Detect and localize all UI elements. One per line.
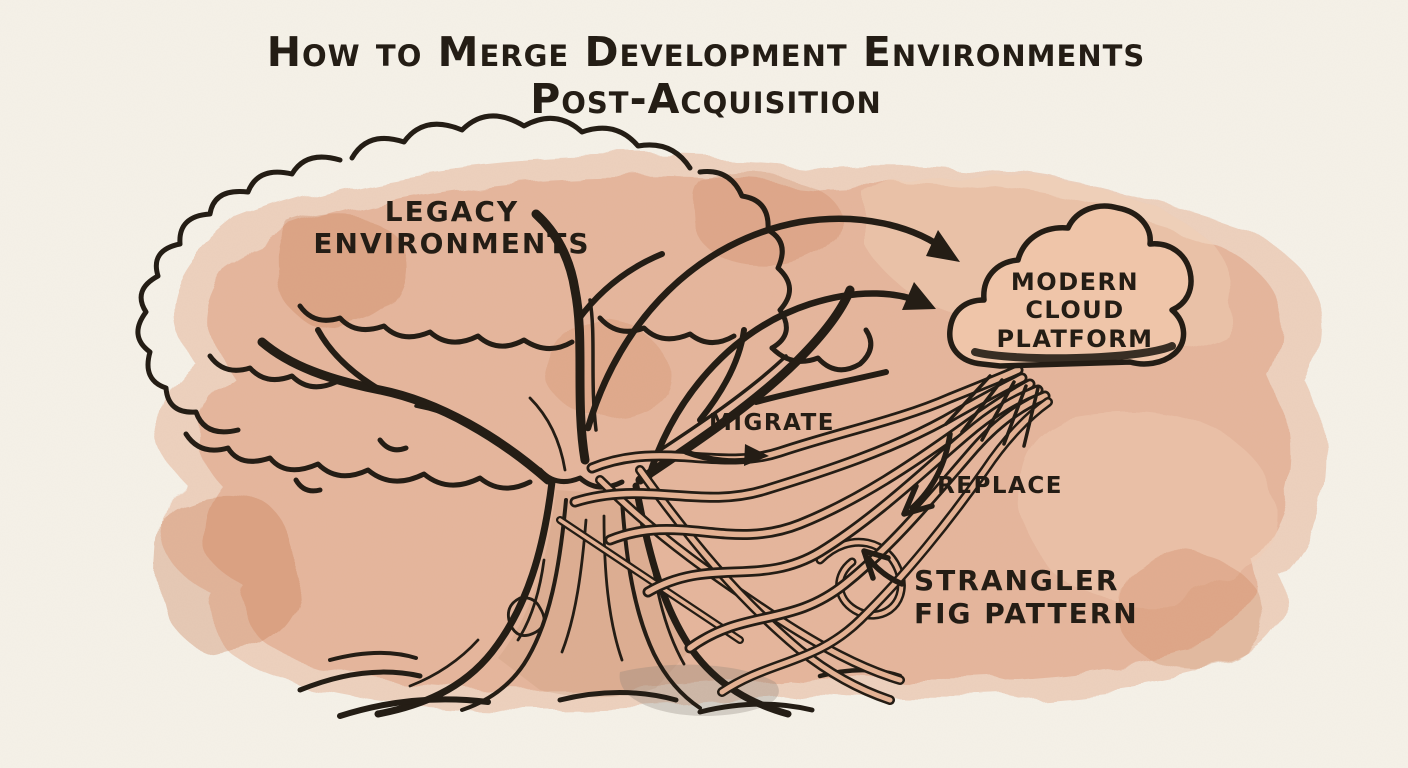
- legacy-label: LEGACY ENVIRONMENTS: [313, 195, 590, 260]
- legacy-label-line2: ENVIRONMENTS: [313, 227, 590, 260]
- migrate-arrow-head: [744, 444, 769, 466]
- replace-arrow-head: [901, 483, 935, 517]
- page-title: How to Merge Development Environments Po…: [267, 28, 1146, 123]
- cloud-bottom-smear: [971, 342, 1176, 363]
- strangler-arrow-icon: [865, 555, 905, 587]
- title-line1: How to Merge Development Environments: [267, 28, 1146, 76]
- migration-arc-arrows: [584, 215, 960, 484]
- bark-detail: [408, 396, 686, 688]
- replace-label: REPLACE: [937, 473, 1063, 499]
- strangler-fig-vines: [556, 364, 1053, 705]
- strangler-annotation: STRANGLER FIG PATTERN: [861, 548, 1139, 630]
- strangler-label-line1: STRANGLER: [914, 564, 1119, 597]
- cloud-shape: [947, 203, 1194, 369]
- arc-arrow-bottom: [644, 290, 929, 484]
- vines-to-cloud: [569, 364, 1053, 697]
- arc-arrow-top: [584, 215, 952, 432]
- legacy-tree: [135, 113, 903, 719]
- migrate-label: MIGRATE: [709, 410, 835, 436]
- cloud-label-line2: CLOUD: [1025, 296, 1124, 324]
- strangler-label-line2: FIG PATTERN: [914, 597, 1139, 630]
- canopy-outline: [135, 113, 874, 494]
- cloud-label-line3: PLATFORM: [996, 325, 1153, 353]
- trunk-wash: [498, 490, 688, 698]
- arc-arrow-top-head: [926, 230, 960, 262]
- modern-cloud: MODERN CLOUD PLATFORM: [947, 203, 1194, 369]
- replace-arrow-icon: [909, 431, 953, 511]
- replace-annotation: REPLACE: [901, 431, 1063, 517]
- strangler-arrow-head: [861, 548, 891, 581]
- cloud-label-line1: MODERN: [1011, 268, 1139, 296]
- arc-arrow-bottom-head: [902, 282, 936, 310]
- legacy-label-line1: LEGACY: [385, 195, 519, 228]
- title-line2: Post-Acquisition: [530, 75, 882, 123]
- migrate-annotation: MIGRATE: [683, 410, 835, 466]
- vine-fan-under-cloud: [944, 374, 1040, 448]
